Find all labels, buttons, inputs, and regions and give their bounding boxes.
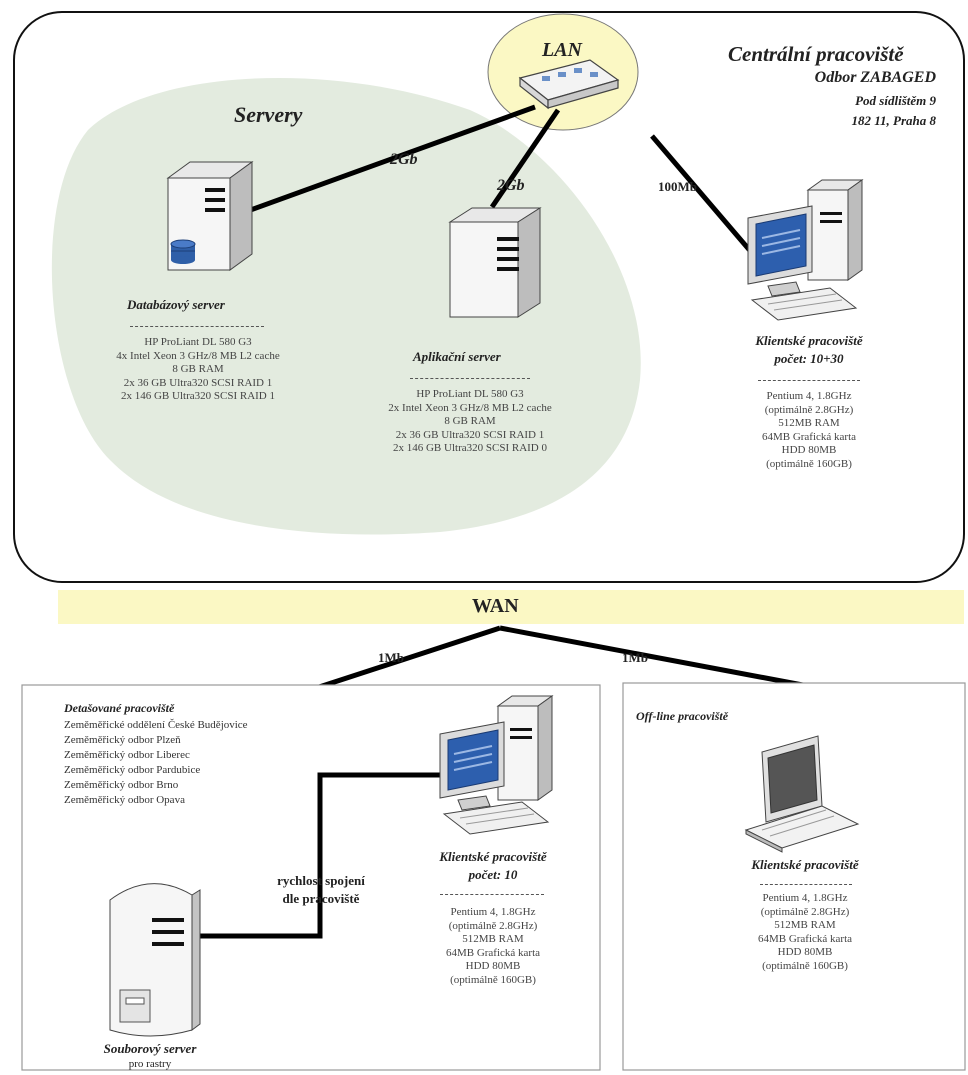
- app-spec-line: 2x 36 GB Ultra320 SCSI RAID 1: [395, 428, 545, 441]
- detached-site-item: Zeměměřický odbor Pardubice: [64, 764, 201, 776]
- detached-client-spec-line: Pentium 4, 1.8GHz: [450, 906, 536, 918]
- detached-client-spec-line: HDD 80MB: [465, 960, 521, 973]
- lan-label: LAN: [542, 39, 582, 61]
- detached-client-divider: [440, 894, 544, 895]
- offline-client-spec-line: (optimálně 2.8GHz): [760, 905, 850, 918]
- detached-site-item: Zeměměřický odbor Opava: [64, 794, 185, 806]
- app-server-title: Aplikační server: [413, 349, 501, 364]
- central-client-spec-line: 512MB RAM: [778, 417, 840, 430]
- application-server-icon: [448, 207, 542, 318]
- app-spec-line: 2x 146 GB Ultra320 SCSI RAID 0: [392, 442, 547, 455]
- file-server-icon: [109, 883, 201, 1037]
- central-client-title: Klientské pracoviště: [755, 333, 863, 348]
- db-server-specs: HP ProLiant DL 580 G3 4x Intel Xeon 3 GH…: [88, 336, 308, 404]
- file-server-title: Souborový server: [103, 1041, 197, 1056]
- db-spec-line: 2x 146 GB Ultra320 SCSI RAID 1: [120, 390, 275, 403]
- central-site-dept: Odbor ZABAGED: [814, 69, 936, 86]
- detached-client-specs: Pentium 4, 1.8GHz (optimálně 2.8GHz) 512…: [418, 906, 568, 988]
- offline-client-spec-line: 64MB Grafická karta: [757, 932, 853, 945]
- db-spec-line: 2x 36 GB Ultra320 SCSI RAID 1: [123, 376, 273, 389]
- detached-client-spec-line: (optimálně 160GB): [450, 973, 536, 986]
- central-client-divider: [758, 380, 860, 381]
- offline-client-spec-line: Pentium 4, 1.8GHz: [762, 892, 848, 904]
- wan-label: WAN: [472, 595, 519, 617]
- detached-client-spec-line: (optimálně 2.8GHz): [448, 919, 538, 932]
- app-spec-line: 2x Intel Xeon 3 GHz/8 MB L2 cache: [388, 401, 552, 414]
- detached-link: [184, 772, 440, 939]
- offline-client-spec-line: (optimálně 160GB): [762, 959, 848, 972]
- offline-site-title: Off-line pracoviště: [636, 709, 729, 723]
- central-client-spec-line: 64MB Grafická karta: [761, 430, 857, 443]
- detached-client-spec-line: 512MB RAM: [462, 933, 524, 946]
- lan-switch-icon: [518, 59, 620, 110]
- detached-client-count: počet: 10: [468, 867, 518, 882]
- offline-laptop-icon: [744, 735, 860, 853]
- central-client-spec-line: Pentium 4, 1.8GHz: [766, 390, 852, 402]
- file-server-subtitle: pro rastry: [128, 1058, 172, 1070]
- app-server-specs: HP ProLiant DL 580 G3 2x Intel Xeon 3 GH…: [355, 388, 585, 456]
- central-client-spec-line: (optimálně 160GB): [766, 457, 852, 470]
- offline-client-divider: [760, 884, 852, 885]
- servers-zone-label: Servery: [234, 102, 303, 127]
- offline-client-spec-line: 512MB RAM: [774, 919, 836, 932]
- wan-link-label-right: 1Mb: [622, 650, 648, 665]
- detached-client-spec-line: 64MB Grafická karta: [445, 946, 541, 959]
- offline-site-frame: [622, 682, 966, 1071]
- central-client-spec-line: HDD 80MB: [781, 444, 837, 457]
- offline-client-spec-line: HDD 80MB: [777, 946, 833, 959]
- detached-site-item: Zeměměřický odbor Brno: [64, 779, 179, 791]
- app-server-divider: [410, 378, 530, 379]
- detached-site-list: Zeměměřické oddělení České Budějovice Ze…: [64, 718, 248, 808]
- central-client-specs: Pentium 4, 1.8GHz (optimálně 2.8GHz) 512…: [734, 390, 884, 472]
- app-spec-line: 8 GB RAM: [444, 415, 496, 428]
- connection-speed-label: rychlost spojení: [277, 873, 365, 888]
- offline-client-specs: Pentium 4, 1.8GHz (optimálně 2.8GHz) 512…: [730, 892, 880, 974]
- detached-client-computer-icon: [439, 695, 554, 835]
- app-spec-line: HP ProLiant DL 580 G3: [416, 388, 524, 400]
- link-label-app: 2Gb: [497, 177, 525, 194]
- detached-site-item: Zeměměřický odbor Plzeň: [64, 734, 181, 746]
- link-label-client: 100Mb: [658, 179, 697, 194]
- db-spec-line: HP ProLiant DL 580 G3: [144, 336, 252, 348]
- db-server-title: Databázový server: [127, 297, 225, 312]
- central-client-spec-line: (optimálně 2.8GHz): [764, 403, 854, 416]
- central-site-address1: Pod sídlištěm 9: [855, 93, 936, 108]
- connection-speed-sublabel: dle pracoviště: [282, 891, 360, 906]
- detached-site-item: Zeměměřické oddělení České Budějovice: [64, 719, 248, 731]
- detached-client-title: Klientské pracoviště: [439, 849, 547, 864]
- database-server-icon: [166, 161, 254, 271]
- central-client-count: počet: 10+30: [774, 351, 844, 366]
- central-site-address2: 182 11, Praha 8: [851, 113, 936, 128]
- wan-band: [58, 590, 964, 624]
- wan-links: [312, 625, 809, 692]
- detached-site-title: Detašované pracoviště: [64, 701, 175, 715]
- wan-link-label-left: 1Mb: [378, 650, 404, 665]
- central-site-title: Centrální pracoviště: [728, 42, 904, 66]
- db-spec-line: 4x Intel Xeon 3 GHz/8 MB L2 cache: [116, 349, 280, 362]
- central-client-computer-icon: [747, 179, 864, 321]
- central-links: [244, 104, 754, 255]
- db-server-divider: [130, 326, 264, 327]
- detached-site-item: Zeměměřický odbor Liberec: [64, 749, 190, 761]
- link-label-db: 2Gb: [390, 151, 418, 168]
- db-spec-line: 8 GB RAM: [172, 363, 224, 376]
- offline-client-title: Klientské pracoviště: [751, 857, 859, 872]
